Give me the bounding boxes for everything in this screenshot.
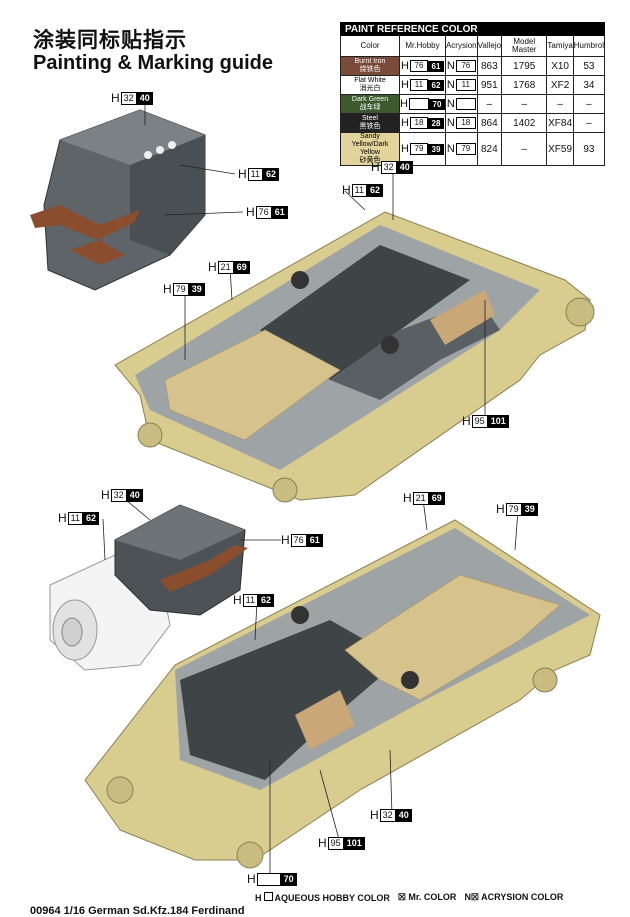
leader-lines <box>102 99 519 880</box>
hull-top-illustration <box>114 211 595 503</box>
title-english: Painting & Marking guide <box>33 52 274 74</box>
table-header: PAINT REFERENCE COLOR <box>340 22 605 36</box>
legend-mr-color: ☒ Mr. COLOR <box>397 892 457 902</box>
footer-model-title: 00964 1/16 German Sd.Kfz.184 Ferdinand <box>30 905 245 917</box>
humbrol-code: 93 <box>572 132 606 166</box>
col-model-master: Model Master <box>501 35 548 57</box>
vallejo-code: 824 <box>476 132 503 166</box>
hull-bottom-illustration <box>84 519 601 869</box>
engine-bottom-illustration <box>49 504 248 671</box>
paint-reference-table: PAINT REFERENCE COLOR Color Mr.Hobby Acr… <box>340 22 606 166</box>
title-chinese: 涂装同标贴指示 <box>33 28 187 52</box>
vallejo-code: 863 <box>476 56 503 76</box>
engine-top-illustration <box>30 109 206 291</box>
humbrol-code: – <box>572 113 606 133</box>
humbrol-code: 34 <box>572 75 606 95</box>
model-master-code: – <box>501 132 548 166</box>
legend-acrysion: N☒ ACRYSION COLOR <box>464 892 564 902</box>
tamiya-code: XF59 <box>546 132 574 166</box>
